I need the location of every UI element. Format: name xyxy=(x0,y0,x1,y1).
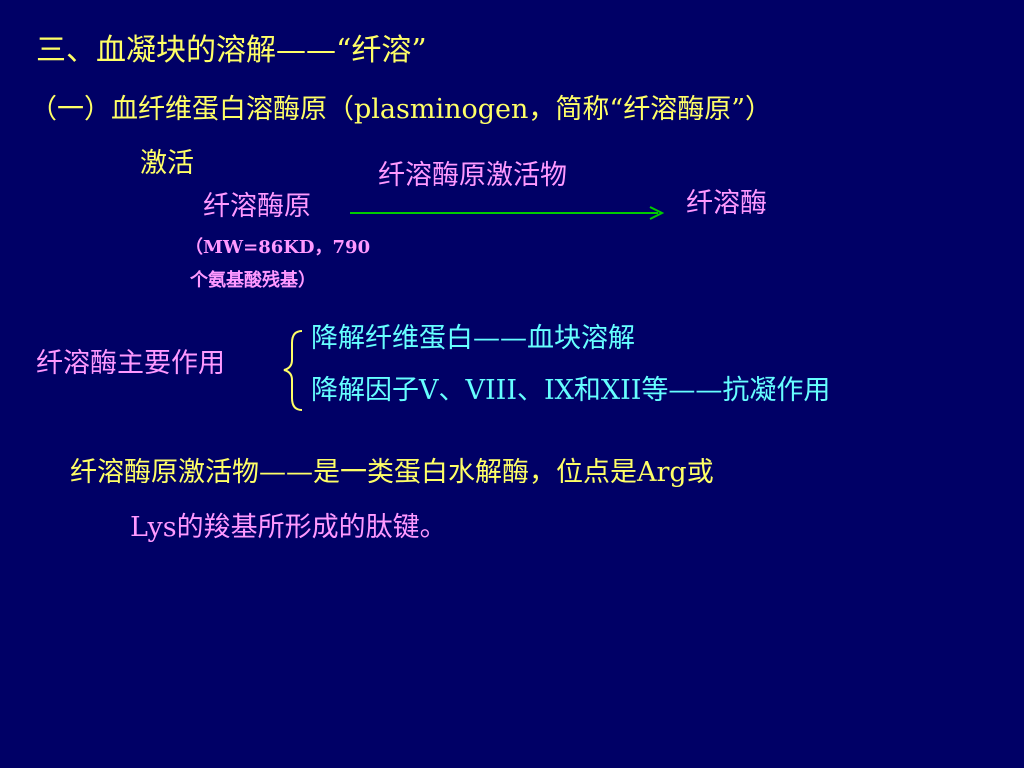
slide-title: 三、血凝块的溶解——“纤溶” xyxy=(36,33,427,68)
section-subtitle: （一）血纤维蛋白溶酶原（plasminogen，简称“纤溶酶原”） xyxy=(30,94,773,125)
plasminogen-label: 纤溶酶原 xyxy=(203,191,311,222)
activator-label: 纤溶酶原激活物 xyxy=(378,160,567,191)
activator-note-continued: Lys的羧基所形成的肽键。 xyxy=(130,512,447,543)
function-item: 降解因子V、VIII、IX和XII等——抗凝作用 xyxy=(311,375,831,406)
activation-label: 激活 xyxy=(140,148,194,179)
molecular-weight-note: （MW=86KD，790 xyxy=(185,237,371,258)
function-label: 纤溶酶主要作用 xyxy=(36,348,225,379)
function-item: 降解纤维蛋白——血块溶解 xyxy=(311,323,635,354)
plasmin-label: 纤溶酶 xyxy=(686,188,767,219)
residue-note: 个氨基酸残基） xyxy=(190,270,316,291)
activator-note: 纤溶酶原激活物——是一类蛋白水解酶，位点是Arg或 xyxy=(70,457,714,488)
